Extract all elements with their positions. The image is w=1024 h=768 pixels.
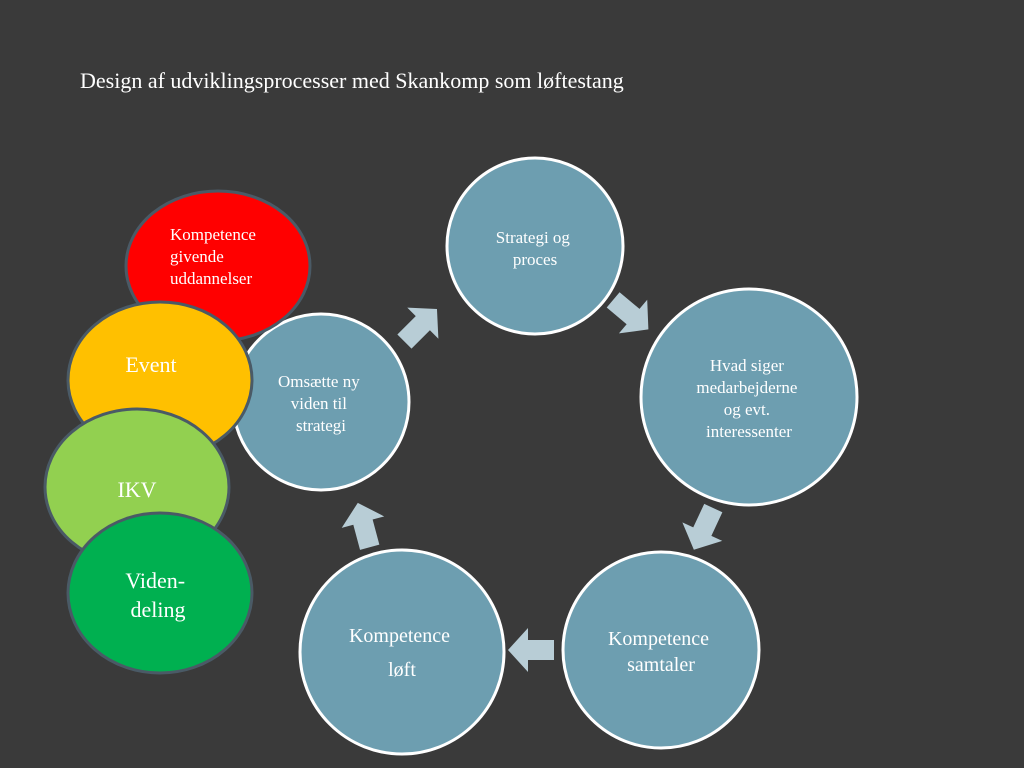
arrow-strategi-to-medarbejdere <box>606 292 649 334</box>
cycle-node-loeft: Kompetence løft <box>298 548 506 756</box>
stack-label: Event <box>125 352 176 377</box>
stack-label: Viden- deling <box>125 568 190 622</box>
slide-title: Design af udviklingsprocesser med Skanko… <box>80 68 624 93</box>
stack-item-videndeling: Viden- deling <box>66 511 254 675</box>
stack-label: IKV <box>117 477 156 502</box>
node-label: Hvad siger medarbejderne og evt. interes… <box>696 356 801 441</box>
cycle-node-strategi: Strategi og proces <box>445 156 625 336</box>
cycle-node-samtaler: Kompetence samtaler <box>561 550 761 750</box>
cycle-arrows <box>341 292 723 672</box>
arrow-loeft-to-omsaette <box>341 502 385 550</box>
arrow-samtaler-to-loeft <box>508 628 554 672</box>
node-label: Strategi og proces <box>496 228 574 269</box>
node-label: Kompetence samtaler <box>608 628 714 676</box>
node-label: Kompetence løft <box>349 625 455 681</box>
cycle-node-omsaette: Omsætte ny viden til strategi <box>231 312 411 492</box>
cycle-node-medarbejdere: Hvad siger medarbejderne og evt. interes… <box>639 287 859 507</box>
arrow-medarbejdere-to-samtaler <box>682 503 723 550</box>
arrow-omsaette-to-strategi <box>397 307 439 349</box>
node-label: Omsætte ny viden til strategi <box>278 372 364 435</box>
stack-label: Kompetence givende uddannelser <box>170 225 260 288</box>
